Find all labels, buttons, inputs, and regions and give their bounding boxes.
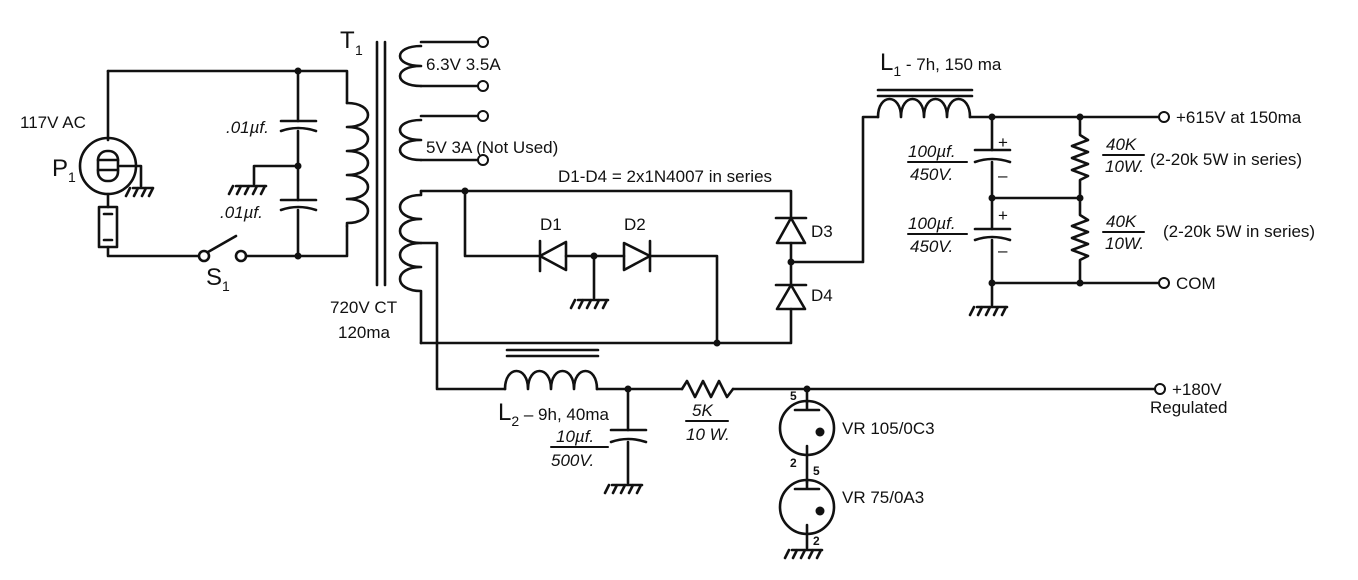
label-plus-1: + <box>998 133 1008 152</box>
label-secondary-v: 720V CT <box>330 298 397 317</box>
ground-symbol <box>603 483 644 495</box>
label-cap-top: .01µf. <box>226 118 269 137</box>
label-transformer: T <box>340 27 355 54</box>
label-r-bot-num: 40K <box>1106 212 1137 231</box>
label-vr2-pin-bot: 2 <box>813 534 820 548</box>
hv-filter <box>789 88 1170 317</box>
diode-d2 <box>622 239 652 273</box>
diode-d4 <box>774 283 808 311</box>
label-vr2-pin-top: 5 <box>813 464 820 478</box>
label-minus-2: – <box>998 241 1008 260</box>
transformer-primary <box>345 101 370 228</box>
label-minus-1: – <box>998 166 1008 185</box>
label-plug-sub: 1 <box>68 169 76 185</box>
label-lv-cap-den: 500V. <box>551 451 594 470</box>
label-r-bot-den: 10W. <box>1105 234 1144 253</box>
resistor-5k <box>680 379 735 399</box>
ground-symbol <box>783 548 824 560</box>
diode-d1 <box>538 239 568 273</box>
label-d2: D2 <box>624 215 646 234</box>
label-r5k-den: 10 W. <box>686 425 730 444</box>
label-secondary-i: 120ma <box>338 323 391 342</box>
label-r-top-note: (2-20k 5W in series) <box>1150 150 1302 169</box>
label-vr1-pin-bot: 2 <box>790 456 797 470</box>
label-fil-63: 6.3V 3.5A <box>426 55 501 74</box>
label-switch-sub: 1 <box>222 278 230 294</box>
vr-tube-0c3 <box>778 399 836 457</box>
hv-capacitor-top <box>973 148 1012 164</box>
label-r-top-num: 40K <box>1106 135 1137 154</box>
filament-winding-63 <box>398 36 489 92</box>
choke-l2 <box>503 348 600 391</box>
primary-circuit <box>78 67 370 263</box>
label-d4: D4 <box>811 286 833 305</box>
capacitor-bottom <box>279 198 318 212</box>
power-switch <box>197 234 248 263</box>
transformer-core <box>375 40 387 287</box>
label-switch: S <box>206 264 222 291</box>
label-r-bot-note: (2-20k 5W in series) <box>1163 222 1315 241</box>
label-out-180-note: Regulated <box>1150 398 1228 417</box>
mains-plug <box>78 136 155 198</box>
label-hv-cap-bot-den: 450V. <box>910 237 953 256</box>
vr-tube-0a3 <box>778 478 836 536</box>
label-l1: L1 - 7h, 150 ma <box>880 49 1002 79</box>
ground-symbol <box>227 184 268 196</box>
label-r5k-num: 5K <box>692 401 713 420</box>
label-out-180: +180V <box>1172 380 1222 399</box>
label-hv-cap-bot-num: 100µf. <box>908 214 956 233</box>
filament-winding-5 <box>398 110 489 166</box>
resistor-40k-bottom <box>1070 196 1090 285</box>
label-mains: 117V AC <box>20 113 86 132</box>
diode-d3 <box>774 216 808 245</box>
label-transformer-sub: 1 <box>355 42 363 58</box>
label-plug: P <box>52 155 68 182</box>
label-vr2: VR 75/0A3 <box>842 488 924 507</box>
capacitor-top <box>279 119 318 133</box>
label-d1: D1 <box>540 215 562 234</box>
bridge-rectifier <box>419 189 808 347</box>
lv-filter <box>503 348 1166 560</box>
resistor-40k-top <box>1070 115 1090 200</box>
label-vr1: VR 105/0C3 <box>842 419 935 438</box>
label-vr1-pin-top: 5 <box>790 389 797 403</box>
label-fil-5: 5V 3A (Not Used) <box>426 138 558 157</box>
label-diode-note: D1-D4 = 2x1N4007 in series <box>558 167 772 186</box>
hv-secondary <box>398 187 793 391</box>
label-l2: L2 – 9h, 40ma <box>498 399 609 429</box>
choke-l1 <box>876 88 974 119</box>
ground-symbol <box>569 298 610 310</box>
label-hv-cap-top-num: 100µf. <box>908 142 956 161</box>
lv-capacitor <box>609 428 648 444</box>
label-out-com: COM <box>1176 274 1216 293</box>
label-out-hv: +615V at 150ma <box>1176 108 1302 127</box>
label-d3: D3 <box>811 222 833 241</box>
ground-symbol <box>968 305 1009 317</box>
label-r-top-den: 10W. <box>1105 157 1144 176</box>
label-cap-bottom: .01µf. <box>220 203 263 222</box>
label-lv-cap-num: 10µf. <box>556 427 594 446</box>
label-plus-2: + <box>998 206 1008 225</box>
label-hv-cap-top-den: 450V. <box>910 165 953 184</box>
hv-capacitor-bottom <box>973 227 1012 242</box>
